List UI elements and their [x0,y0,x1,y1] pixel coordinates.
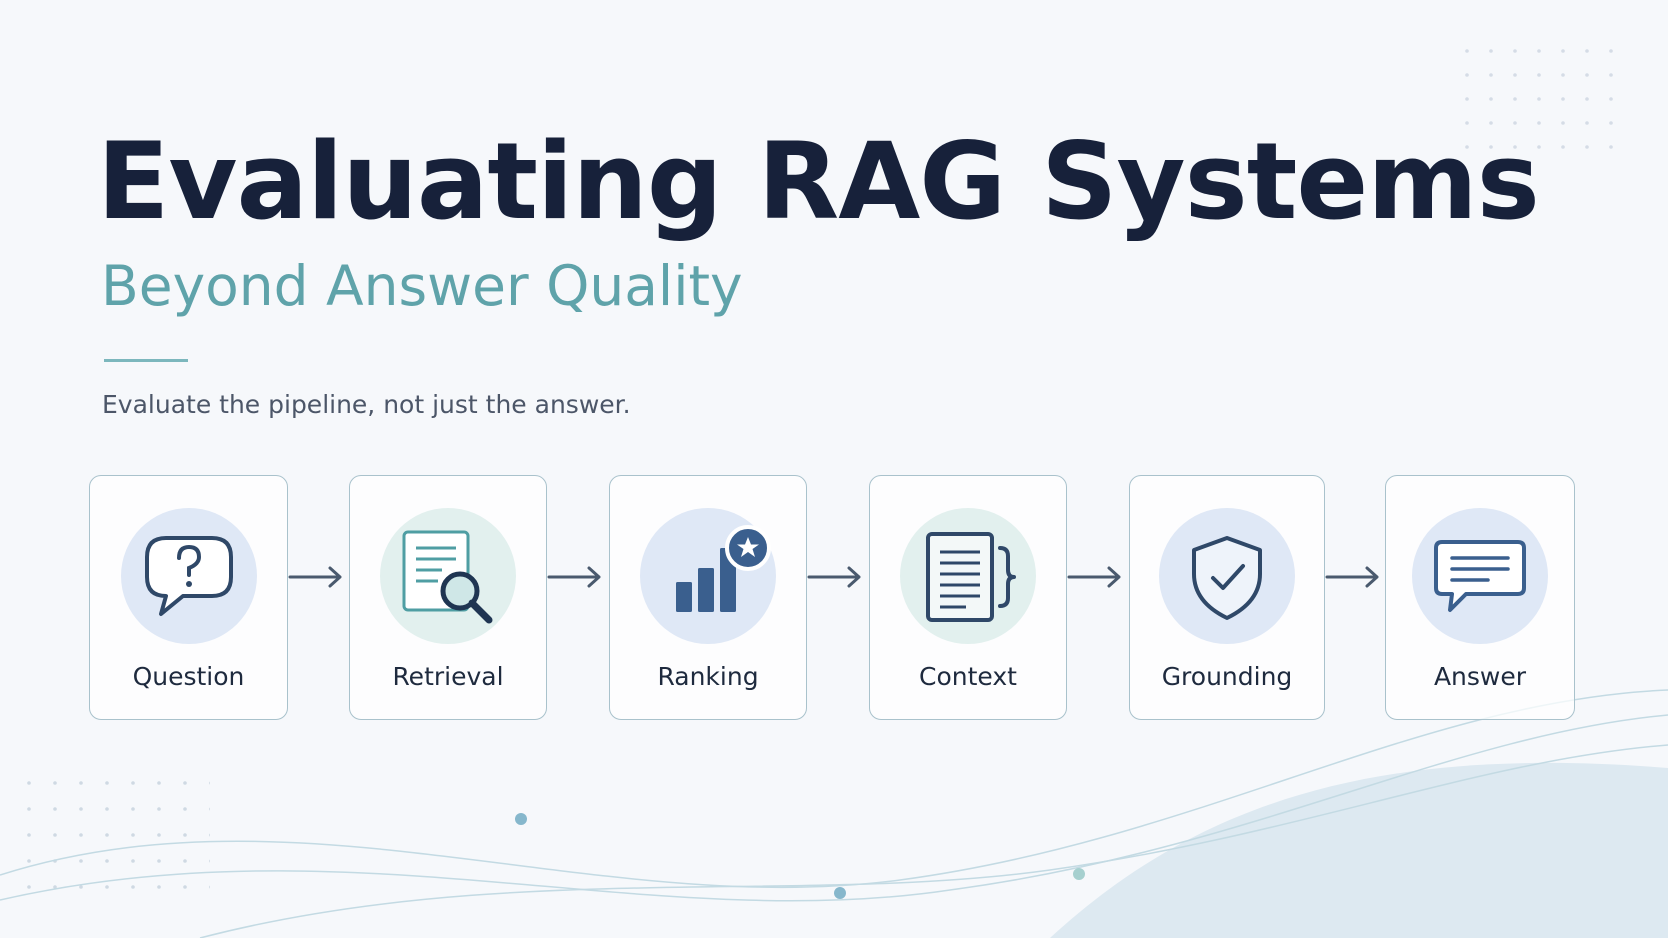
pipeline-step-retrieval: Retrieval [349,475,547,720]
decorative-waves [0,689,1668,938]
step-label: Context [919,662,1017,691]
bar-chart-star-icon [640,508,776,644]
step-label: Ranking [657,662,759,691]
accent-divider [104,359,188,362]
arrow-right-icon [1067,566,1121,588]
tagline: Evaluate the pipeline, not just the answ… [102,390,631,419]
document-search-icon [380,508,516,644]
arrow-right-icon [547,566,601,588]
wave-fill [1050,762,1668,938]
arrow-right-icon [807,566,861,588]
message-bubble-icon [1412,508,1548,644]
step-label: Retrieval [392,662,504,691]
pipeline-step-question: Question [89,475,288,720]
document-bracket-icon [900,508,1036,644]
decorative-dot [1073,868,1085,880]
shield-check-icon [1159,508,1295,644]
step-label: Answer [1433,662,1527,691]
step-label: Question [132,662,245,691]
question-bubble-icon [120,508,257,644]
pipeline-step-grounding: Grounding [1129,475,1325,720]
page-subtitle: Beyond Answer Quality [101,254,743,318]
dot-grid-top-right [1455,47,1630,159]
pipeline-step-context: Context [869,475,1067,720]
pipeline-step-answer: Answer [1385,475,1575,720]
pipeline-step-ranking: Ranking [609,475,807,720]
decorative-dot [834,887,846,899]
step-label: Grounding [1161,662,1293,691]
arrow-right-icon [288,566,342,588]
decorative-dot [515,813,527,825]
page-title: Evaluating RAG Systems [97,120,1540,243]
arrow-right-icon [1325,566,1379,588]
